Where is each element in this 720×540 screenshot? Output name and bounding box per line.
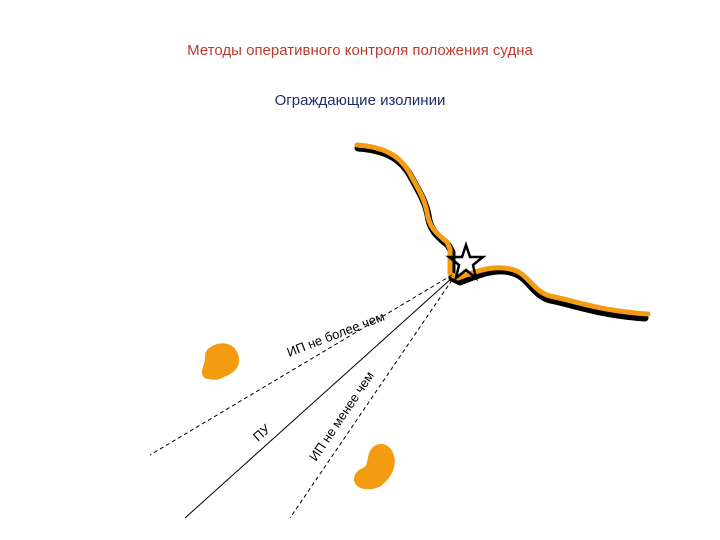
label-ip-not-more: ИП не более чем xyxy=(285,309,387,360)
slide-subtitle: Ограждающие изолинии xyxy=(274,92,446,109)
label-ip-not-less: ИП не менее чем xyxy=(306,368,377,463)
island-left xyxy=(202,343,240,380)
slide-title: Методы оперативного контроля положения с… xyxy=(187,42,533,59)
label-pu: ПУ xyxy=(250,421,274,444)
star-landmark-icon xyxy=(445,241,487,282)
isoline-not-less-than xyxy=(289,279,453,519)
isolines xyxy=(149,274,453,519)
isoline-pu xyxy=(184,277,453,519)
coastline xyxy=(354,142,651,322)
island-bottom xyxy=(353,444,395,490)
isoline-not-more-than xyxy=(149,274,453,456)
